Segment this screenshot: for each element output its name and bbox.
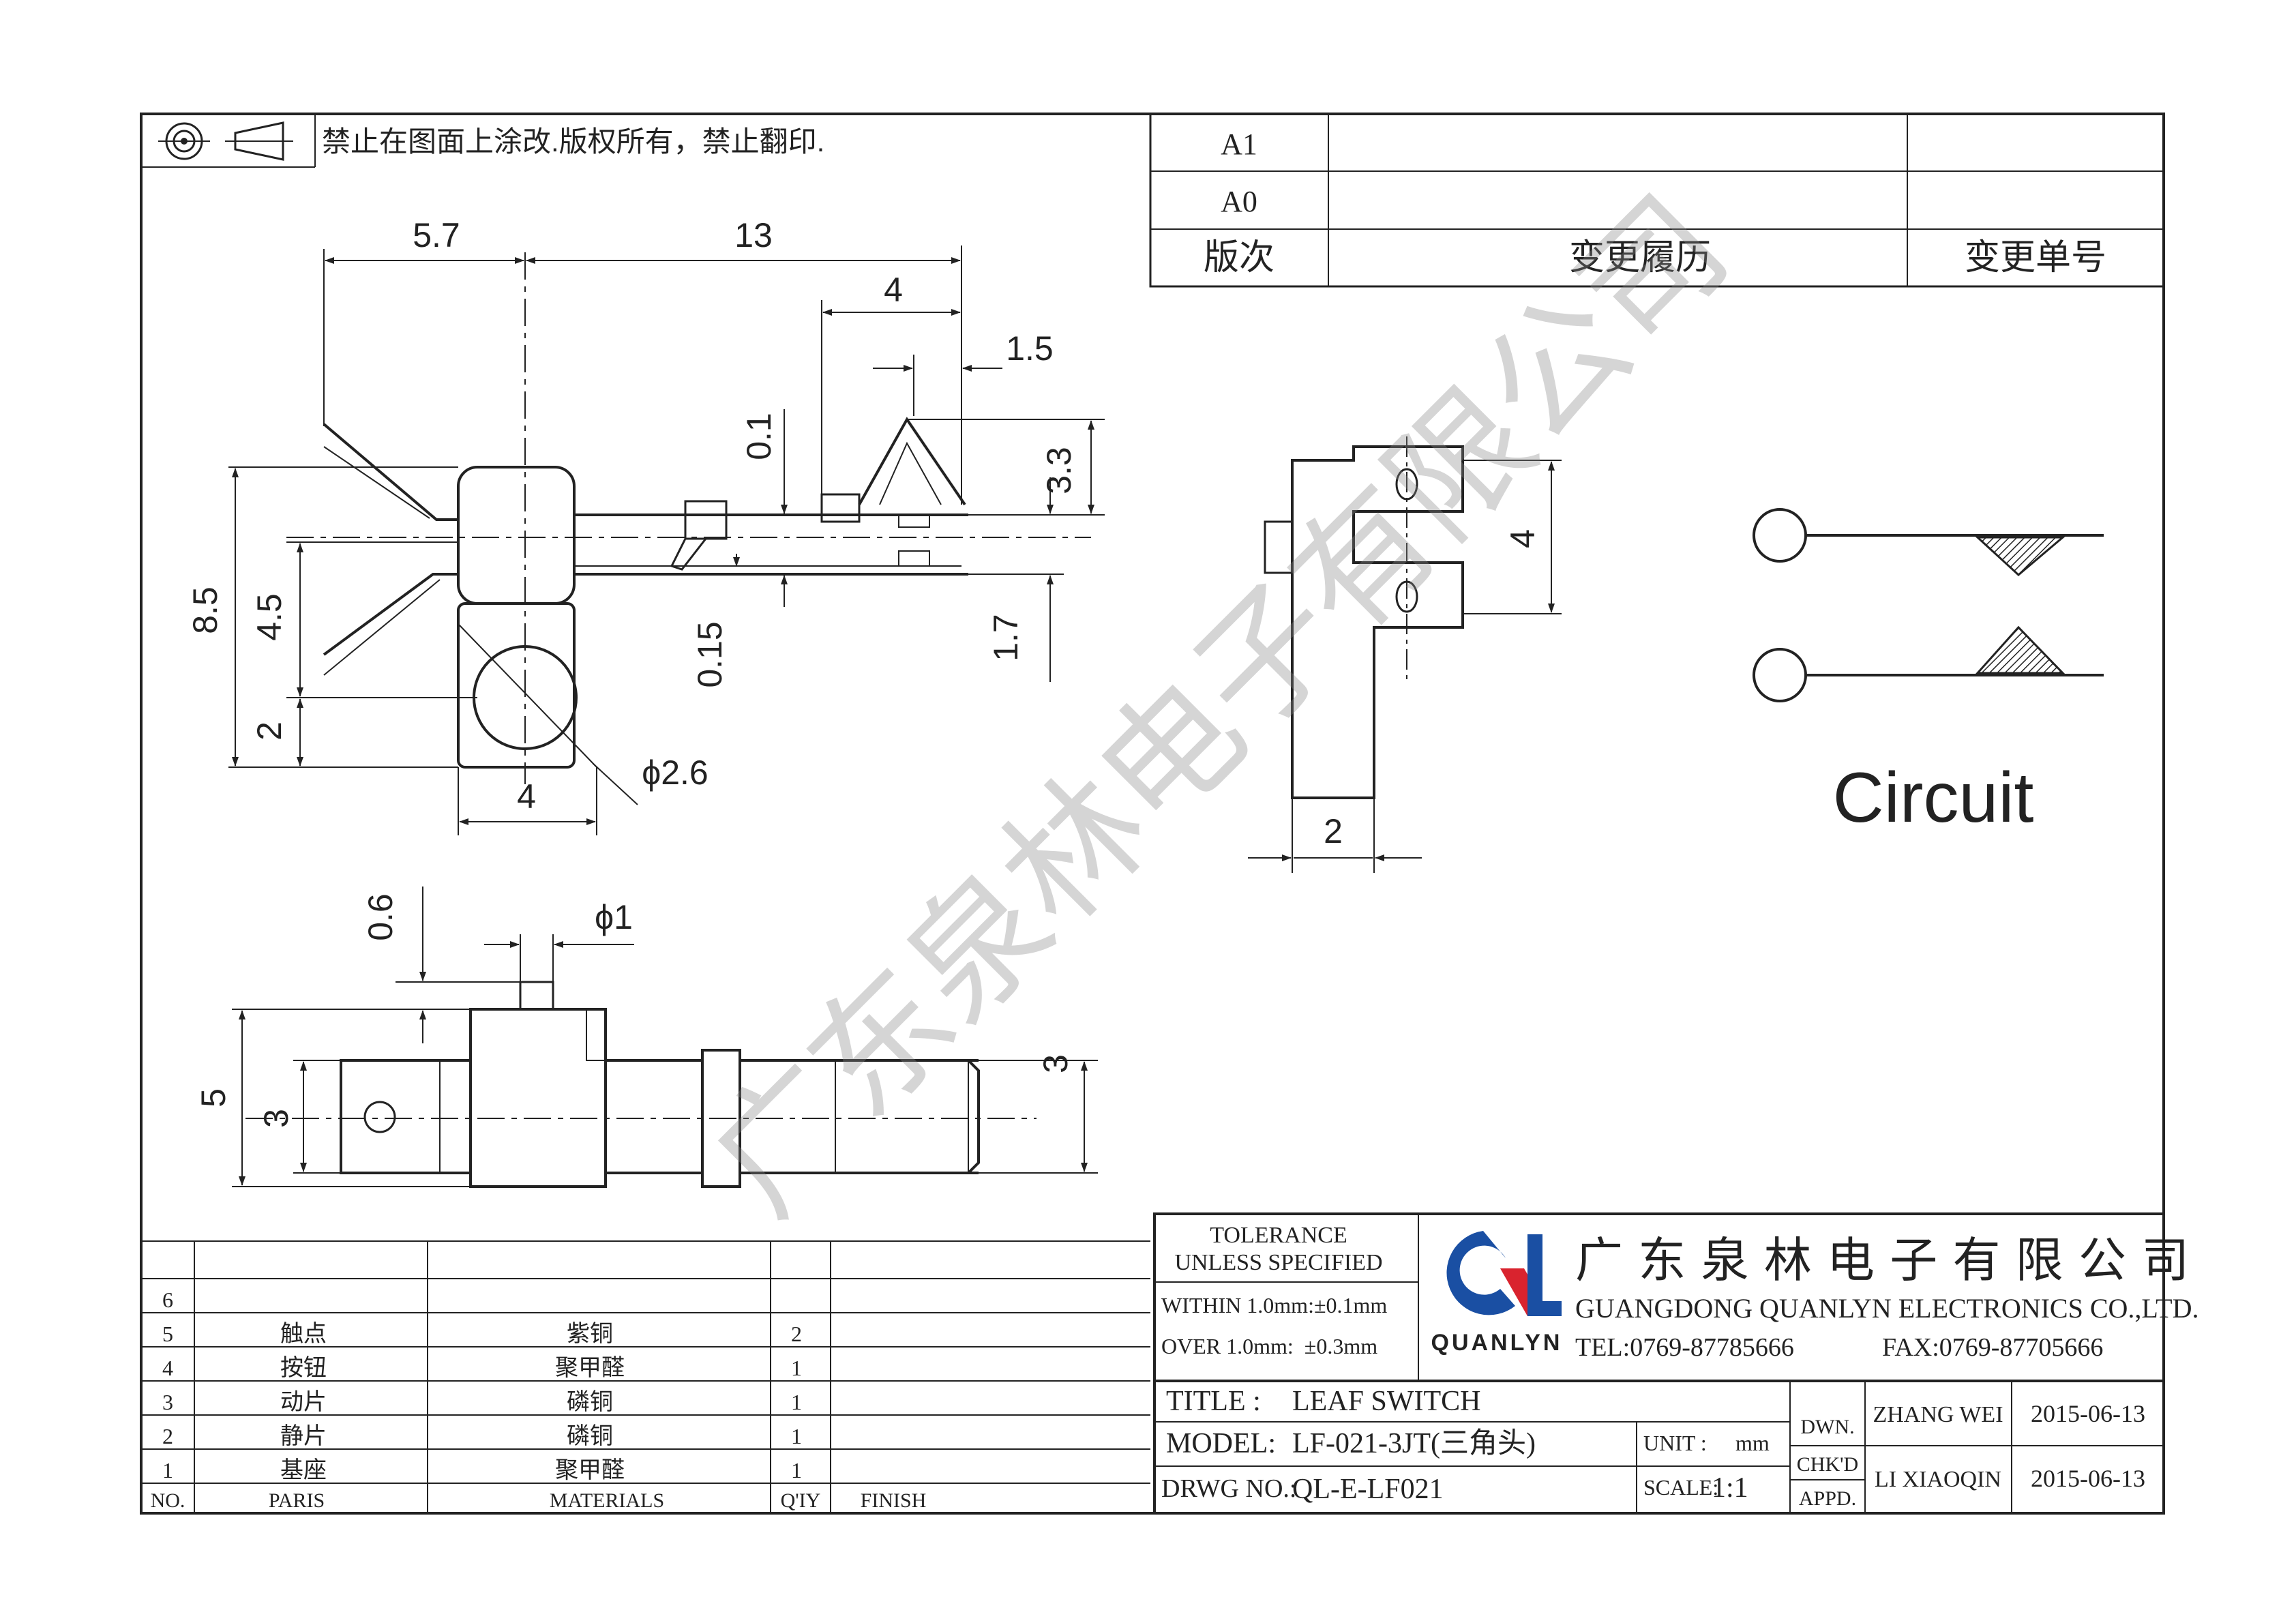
part-row-5-material: 紫铜 — [567, 1322, 613, 1347]
part-row-3-qty: 1 — [791, 1390, 802, 1414]
dim-1-5: 1.5 — [1006, 329, 1054, 368]
dim-4-5: 4.5 — [250, 593, 288, 641]
tolerance-title-1: TOLERANCE — [1210, 1223, 1347, 1248]
dim-4-top: 4 — [884, 271, 903, 309]
dim-5: 5 — [194, 1088, 233, 1107]
part-row-6-no: 6 — [162, 1287, 173, 1312]
dim-4-bottom: 4 — [517, 777, 536, 816]
part-row-4-no: 4 — [162, 1356, 173, 1380]
dim-3-left: 3 — [257, 1109, 295, 1128]
dwn-label: DWN. — [1800, 1416, 1854, 1438]
dim-0-15: 0.15 — [691, 621, 729, 687]
part-row-3-no: 3 — [162, 1390, 173, 1414]
dim-1-7: 1.7 — [987, 614, 1025, 661]
chkd-label: CHK'D — [1797, 1453, 1858, 1476]
parts-table: 6 5 触点 紫铜 2 4 按钮 聚甲醛 1 3 动片 磷铜 1 2 静片 磷铜… — [141, 1240, 1150, 1513]
title-block: TOLERANCE UNLESS SPECIFIED WITHIN 1.0mm:… — [1153, 1212, 2199, 1515]
dim-4-side: 4 — [1504, 529, 1542, 548]
dim-dia-2-6: ϕ2.6 — [642, 754, 709, 792]
company-name-en: GUANGDONG QUANLYN ELECTRONICS CO.,LTD. — [1575, 1293, 2199, 1324]
parts-header-finish: FINISH — [861, 1489, 927, 1512]
parts-header-qty: Q'IY — [781, 1489, 821, 1512]
title-value: LEAF SWITCH — [1292, 1386, 1481, 1417]
dim-8-5: 8.5 — [186, 586, 224, 634]
part-row-5-part: 触点 — [280, 1321, 327, 1347]
scale-label: SCALE: — [1643, 1475, 1718, 1500]
dim-2-side: 2 — [1324, 812, 1343, 850]
part-row-2-qty: 1 — [791, 1424, 802, 1448]
dim-13: 13 — [734, 216, 773, 254]
revision-row-a0: A0 — [1221, 185, 1257, 218]
part-row-1-qty: 1 — [791, 1458, 802, 1483]
part-row-3-part: 动片 — [280, 1389, 327, 1415]
revision-table: A1 A0 版次 变更履历 变更单号 — [1149, 113, 2165, 288]
revision-header-change-no: 变更单号 — [1965, 239, 2106, 278]
company-fax: FAX:0769-87705666 — [1882, 1333, 2103, 1362]
appd-label: APPD. — [1799, 1487, 1856, 1510]
model-value: LF-021-3JT(三角头) — [1292, 1428, 1536, 1459]
unit-label: UNIT : — [1643, 1431, 1707, 1455]
part-row-5-no: 5 — [162, 1322, 173, 1346]
part-row-1-part: 基座 — [280, 1457, 327, 1483]
tolerance-title-2: UNLESS SPECIFIED — [1174, 1250, 1382, 1275]
parts-header-material: MATERIALS — [550, 1489, 664, 1512]
parts-header-part: PARIS — [269, 1489, 325, 1512]
top-view: 5.7 13 4 1.5 0.1 3.3 8.5 4.5 0.15 1.7 2 … — [186, 216, 1105, 835]
checked-by: LI XIAOQIN — [1875, 1467, 2001, 1492]
parts-header-no: NO. — [151, 1489, 185, 1512]
projection-symbol-icon — [158, 121, 293, 161]
dim-3-3: 3.3 — [1040, 447, 1078, 494]
part-row-1-material: 聚甲醛 — [555, 1457, 625, 1483]
dim-2: 2 — [250, 721, 288, 741]
tolerance-within: WITHIN 1.0mm:±0.1mm — [1161, 1293, 1387, 1317]
tolerance-over: OVER 1.0mm: ±0.3mm — [1161, 1334, 1377, 1358]
drawn-by: ZHANG WEI — [1873, 1402, 2003, 1427]
circuit-label: Circuit — [1833, 758, 2034, 837]
watermark: 广东泉林电子有限公司 — [681, 167, 1758, 1244]
part-row-2-material: 磷铜 — [567, 1423, 613, 1449]
drwg-label: DRWG NO.: — [1161, 1474, 1296, 1503]
part-row-4-material: 聚甲醛 — [555, 1355, 625, 1381]
front-view: 0.6 ϕ1 5 3 3 — [194, 887, 1098, 1188]
circuit-diagram: Circuit — [1753, 508, 2104, 837]
model-label: MODEL: — [1166, 1428, 1276, 1459]
dim-5-7: 5.7 — [413, 216, 460, 254]
revision-row-a1: A1 — [1221, 128, 1257, 161]
unit-value: mm — [1735, 1431, 1770, 1455]
scale-value: 1:1 — [1712, 1472, 1748, 1504]
drawn-date: 2015-06-13 — [2031, 1400, 2145, 1427]
title-label: TITLE : — [1166, 1386, 1261, 1417]
company-tel: TEL:0769-87785666 — [1575, 1333, 1794, 1362]
logo-text: QUANLYN — [1431, 1330, 1563, 1356]
checked-date: 2015-06-13 — [2031, 1465, 2145, 1492]
revision-header-version: 版次 — [1204, 239, 1274, 278]
part-row-1-no: 1 — [162, 1458, 173, 1483]
revision-header-history: 变更履历 — [1569, 239, 1711, 278]
part-row-3-material: 磷铜 — [567, 1389, 613, 1415]
company-name-cn: 广 东 泉 林 电 子 有 限 公 司 — [1575, 1232, 2189, 1288]
part-row-2-no: 2 — [162, 1424, 173, 1448]
part-row-4-qty: 1 — [791, 1356, 802, 1380]
notice-text: 禁止在图面上涂改.版权所有，禁止翻印. — [322, 125, 824, 158]
part-row-5-qty: 2 — [791, 1322, 802, 1346]
dim-0-6: 0.6 — [361, 893, 400, 941]
part-row-2-part: 静片 — [280, 1423, 327, 1449]
notice-box: 禁止在图面上涂改.版权所有，禁止翻印. — [141, 114, 824, 168]
part-row-4-part: 按钮 — [280, 1355, 327, 1381]
dim-dia-1: ϕ1 — [595, 898, 633, 936]
side-view: 4 2 — [1248, 436, 1562, 873]
quanlyn-logo-icon — [1446, 1231, 1562, 1316]
dim-0-1: 0.1 — [740, 413, 778, 460]
dim-3-right: 3 — [1037, 1054, 1075, 1073]
drwg-value: QL-E-LF021 — [1292, 1474, 1444, 1505]
